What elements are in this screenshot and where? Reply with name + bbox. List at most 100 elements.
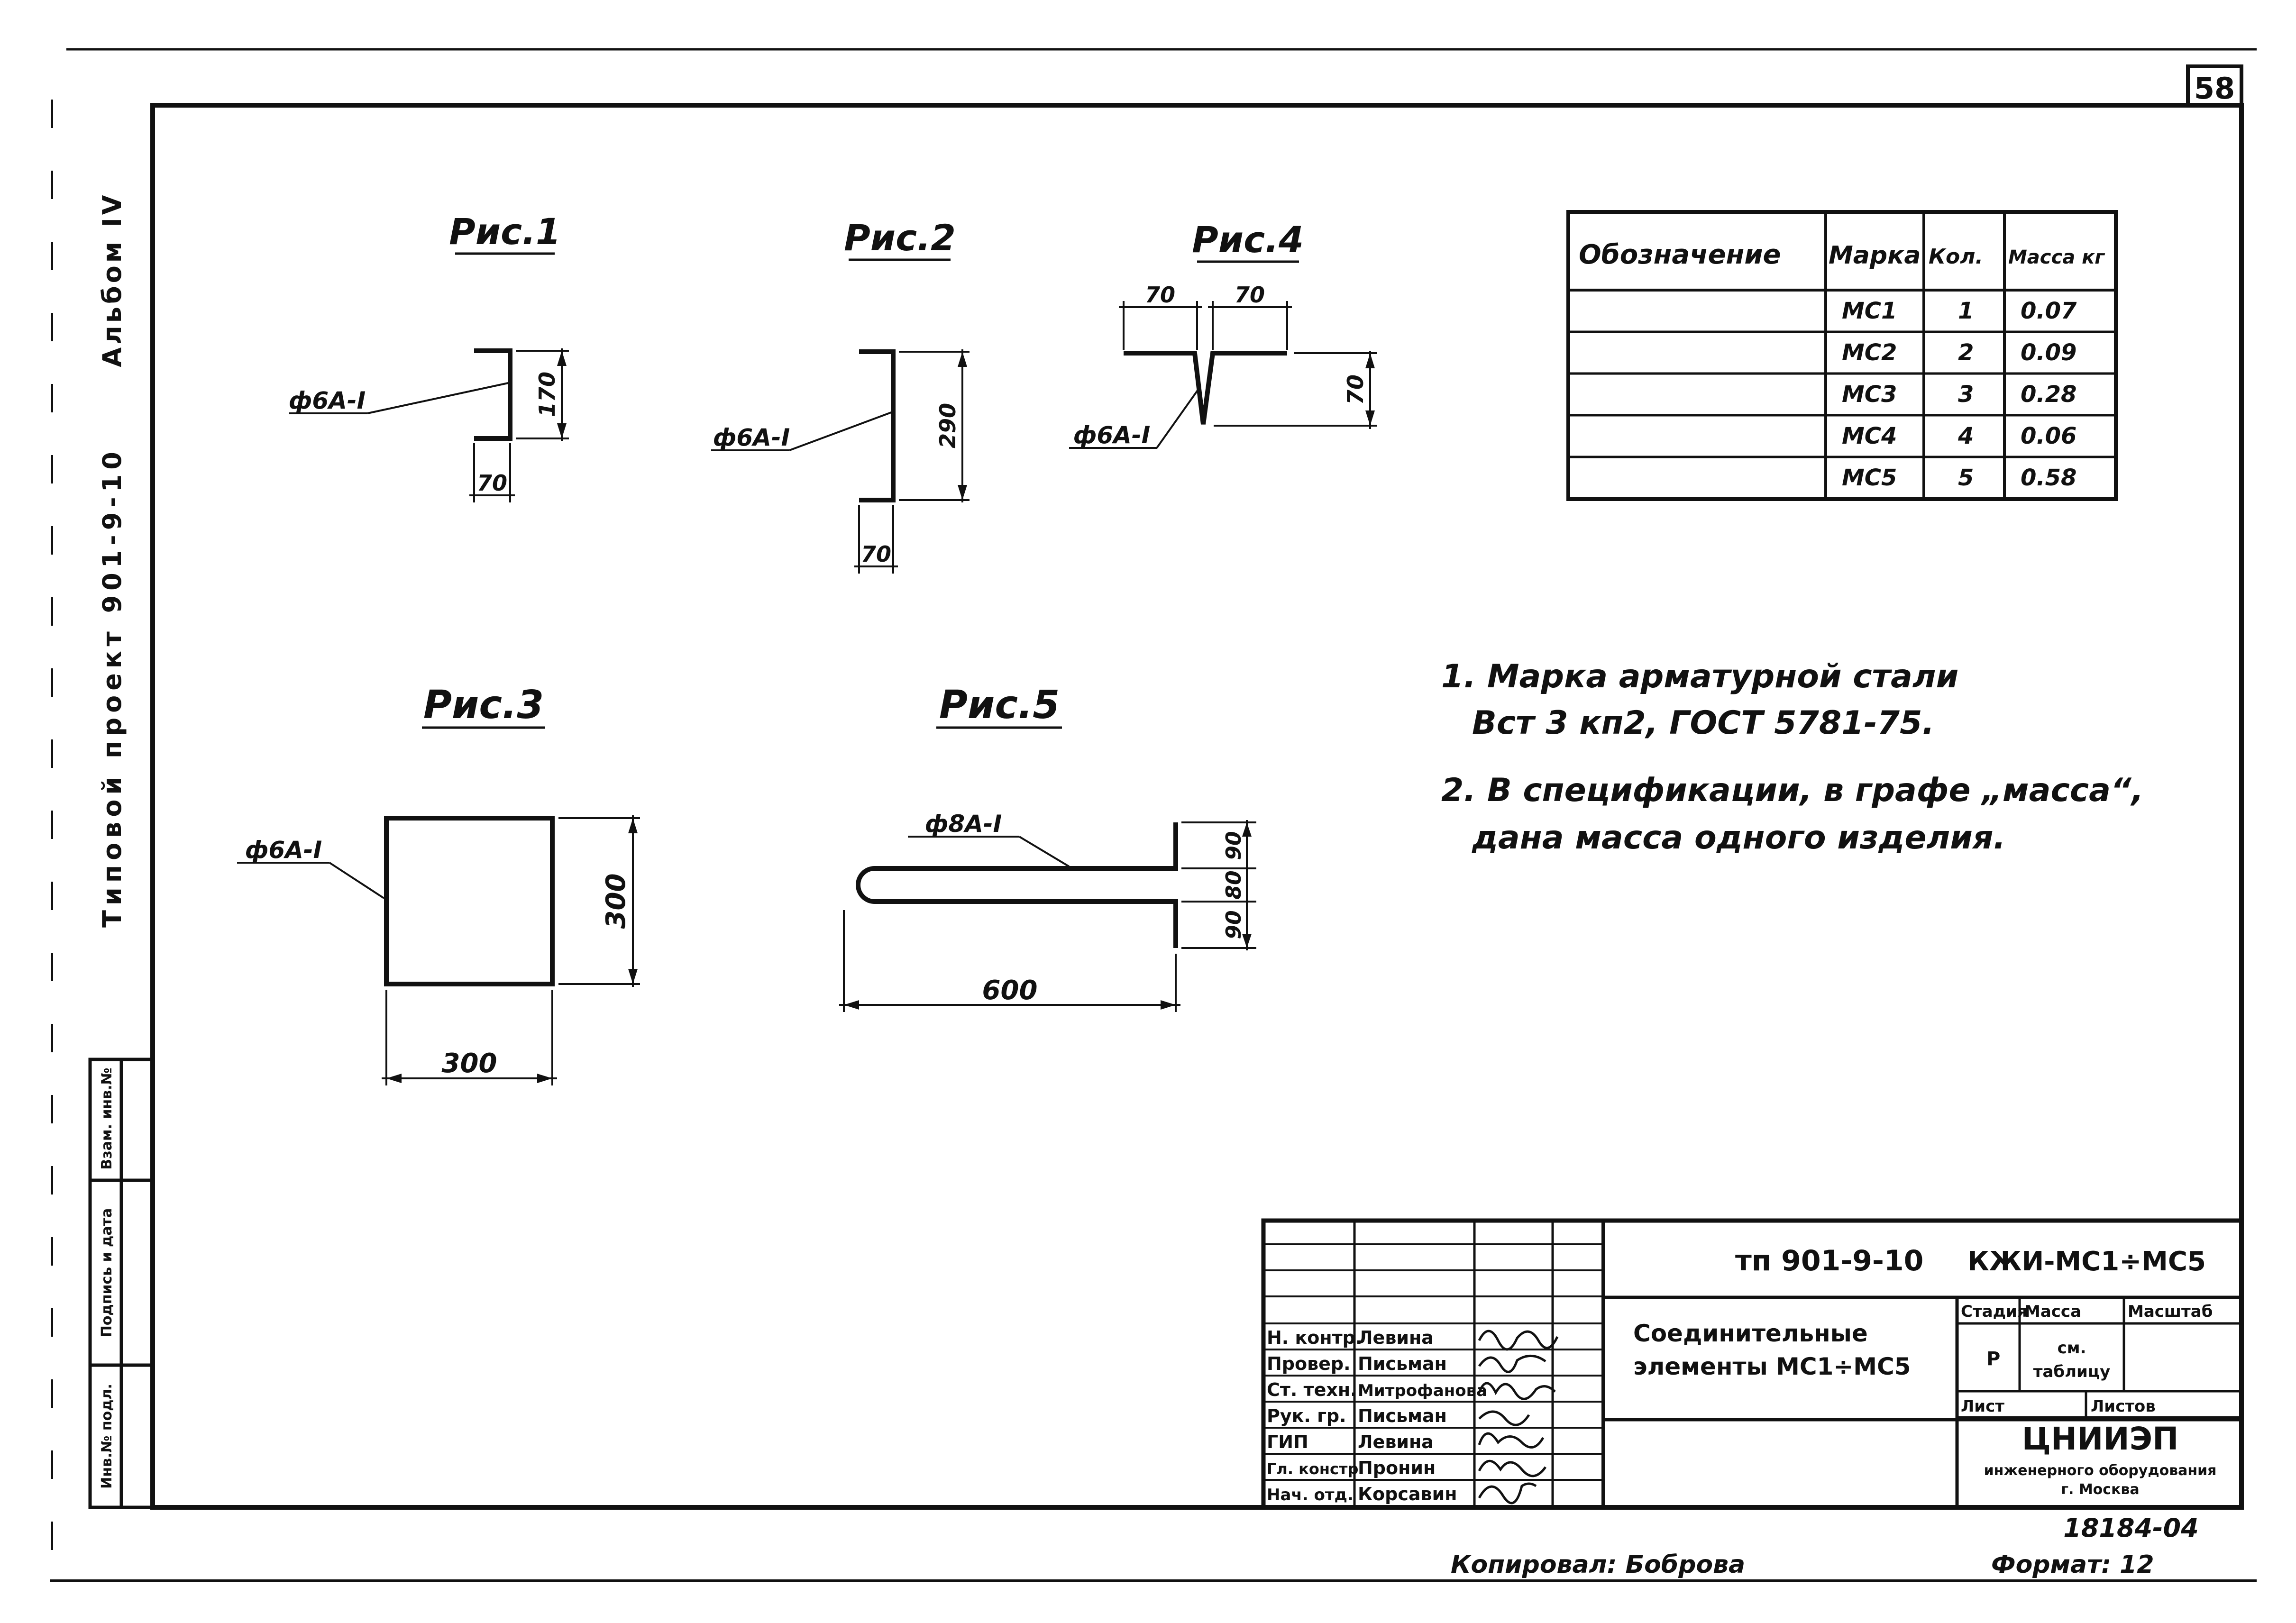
- inventory-number: 18184-04: [2063, 1513, 2198, 1543]
- approval-field-label: Взам. инв.№: [99, 1067, 115, 1169]
- fig1-caption: Рис.1: [449, 210, 561, 253]
- staff-name: Письман: [1358, 1405, 1447, 1426]
- note-2-line-2: дана масса одного изделия.: [1472, 819, 2005, 857]
- spec-row-mark: МС4: [1842, 423, 1897, 449]
- signature: [1478, 1410, 1530, 1426]
- staff-name: Левина: [1358, 1327, 1434, 1348]
- fig3-bar: [384, 816, 555, 986]
- spec-row-mass: 0.28: [2021, 381, 2076, 408]
- signature-scribbles: [1478, 1330, 1559, 1504]
- fig2-rebar-label: ф6А-I: [713, 424, 790, 451]
- spec-row-qty: 4: [1958, 423, 1974, 449]
- spec-row-qty: 2: [1958, 339, 1974, 366]
- fig5-arrowheads: [1242, 822, 1252, 948]
- fig5-dim-top: 90: [1222, 831, 1246, 860]
- fig3-caption: Рис.3: [423, 683, 544, 728]
- staff-name: Левина: [1358, 1432, 1434, 1452]
- spec-row-mark: МС5: [1842, 465, 1897, 491]
- title-block-frame: [1261, 1218, 2244, 1510]
- spec-header-mark: Марка: [1829, 241, 1921, 270]
- spec-row-mass: 0.09: [2021, 339, 2076, 366]
- spec-row-mass: 0.58: [2021, 465, 2076, 491]
- stage-value: Р: [1986, 1348, 2000, 1370]
- spec-row-mass: 0.06: [2021, 423, 2076, 449]
- fig5-dim-bottom: 90: [1222, 910, 1246, 939]
- mass-value-line-2: таблицу: [2033, 1362, 2110, 1381]
- spec-header-designation: Обозначение: [1579, 239, 1781, 270]
- mass-label: Масса: [2024, 1302, 2081, 1321]
- approval-field-label: Подпись и дата: [99, 1208, 115, 1337]
- fig4-arrowheads: [1365, 353, 1375, 426]
- spec-row-mark: МС1: [1842, 298, 1897, 324]
- title-block: тп 901-9-10 КЖИ-МС1÷МС5 Соединительные э…: [1267, 1244, 2216, 1504]
- sheet-format: Формат: 12: [1991, 1550, 2154, 1579]
- spec-row-mark: МС3: [1842, 381, 1897, 408]
- organization-line-2: г. Москва: [2061, 1481, 2139, 1498]
- staff-name: Корсавин: [1358, 1484, 1457, 1504]
- stage-label: Стадия: [1961, 1302, 2028, 1321]
- drawing-frame: [150, 103, 2244, 1510]
- note-1-line-2: Вст 3 кп2, ГОСТ 5781-75.: [1472, 704, 1934, 742]
- fig2-dim-height: 290: [935, 403, 960, 448]
- fig4-dim-right: 70: [1235, 282, 1265, 308]
- spec-header-mass: Масса кг: [2008, 246, 2105, 268]
- fig3-dim-height: 300: [601, 874, 631, 929]
- fig1-leader: [367, 382, 509, 414]
- staff-role: ГИП: [1267, 1432, 1308, 1452]
- spec-row-qty: 5: [1958, 465, 1974, 491]
- fig2-arrowheads: [958, 352, 967, 500]
- fig4-bar: [1124, 351, 1287, 425]
- spec-row-mass: 0.07: [2021, 298, 2077, 324]
- drawing-mark: КЖИ-МС1÷МС5: [1967, 1246, 2206, 1277]
- staff-name: Пронин: [1358, 1458, 1436, 1478]
- signature: [1478, 1330, 1559, 1351]
- fig5-bar: [856, 822, 1178, 948]
- fig5-rebar-label: ф8А-I: [925, 810, 1002, 838]
- organization-line-1: инженерного оборудования: [1984, 1462, 2217, 1479]
- fig1-bar: [474, 348, 512, 441]
- note-2-line-1: 2. В спецификации, в графе „масса“,: [1441, 772, 2144, 809]
- fig2-dim-leg: 70: [861, 541, 891, 567]
- spec-row-qty: 1: [1958, 298, 1974, 324]
- mass-value-line-1: см.: [2058, 1339, 2086, 1358]
- fig3-rebar-label: ф6А-I: [245, 836, 322, 864]
- staff-role: Рук. гр.: [1267, 1405, 1346, 1426]
- approval-field-label: Инв.№ подл.: [99, 1384, 115, 1489]
- staff-name: Митрофанова: [1358, 1381, 1487, 1400]
- fig4-dim-left: 70: [1145, 282, 1175, 308]
- signature: [1478, 1355, 1546, 1373]
- spec-header-qty: Кол.: [1929, 245, 1983, 269]
- staff-role: Нач. отд.: [1267, 1486, 1354, 1504]
- fig5-dim-middle: 80: [1222, 870, 1246, 899]
- fig4-caption: Рис.4: [1192, 219, 1304, 261]
- note-1-line-1: 1. Марка арматурной стали: [1441, 658, 1958, 695]
- scale-label: Масштаб: [2128, 1302, 2213, 1321]
- staff-role: Н. контр.: [1267, 1327, 1362, 1348]
- staff-role: Гл. констр.: [1267, 1460, 1364, 1478]
- fig5-caption: Рис.5: [939, 683, 1060, 728]
- fig4-dim-height: 70: [1343, 374, 1368, 405]
- sheets-label: Листов: [2091, 1397, 2156, 1416]
- fig3-dim-width: 300: [442, 1048, 497, 1079]
- album-label: Альбом IV: [97, 192, 127, 367]
- signature: [1478, 1459, 1547, 1477]
- fig3-leader: [329, 862, 385, 899]
- organization-name: ЦНИИЭП: [2022, 1421, 2179, 1457]
- fig4-leader: [1156, 387, 1200, 449]
- spec-row-mark: МС2: [1842, 339, 1897, 366]
- drawing-title-line-1: Соединительные: [1633, 1320, 1868, 1347]
- page-number: 58: [2194, 71, 2235, 106]
- fig2-bar: [859, 349, 896, 502]
- staff-role: Провер.: [1267, 1353, 1351, 1374]
- drawing-title-line-2: элементы МС1÷МС5: [1633, 1353, 1911, 1380]
- sheet-label: Лист: [1961, 1397, 2004, 1416]
- fig5-dim-length: 600: [982, 975, 1038, 1006]
- page-number-box: [2186, 64, 2243, 107]
- staff-name: Письман: [1358, 1353, 1447, 1374]
- fig2-leader: [789, 411, 892, 451]
- signature: [1478, 1382, 1556, 1400]
- fig1-dim-height: 170: [534, 372, 560, 417]
- spec-table: Обозначение Марка Кол. Масса кг МС1 1 0.…: [1579, 239, 2105, 491]
- copied-by: Копировал: Боброва: [1451, 1550, 1745, 1579]
